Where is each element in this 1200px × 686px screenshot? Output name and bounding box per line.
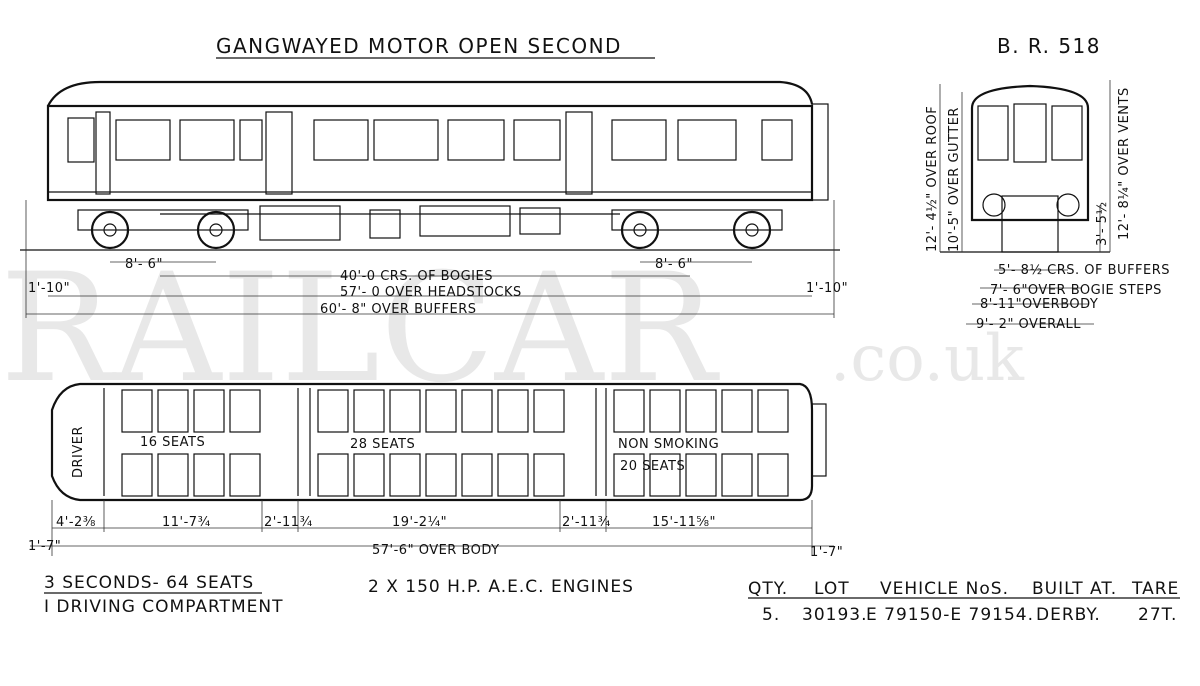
plan-dim-1: 4'-2⅜ (56, 515, 96, 530)
compartment-summary: I DRIVING COMPARTMENT (44, 597, 283, 617)
table-header-vehicles: VEHICLE NoS. (880, 579, 1009, 599)
plan-overhang-right: 1'-7" (810, 545, 843, 560)
watermark-main: RAILCAR (0, 242, 720, 416)
seats-bottom-row (121, 453, 789, 497)
table-header-built: BUILT AT. (1032, 579, 1117, 599)
end-body-outline (970, 84, 1090, 222)
over-body-dim: 57'-6" OVER BODY (372, 543, 500, 558)
table-cell-tare: 27T. (1138, 605, 1177, 625)
over-gutter-dim: 10'-5" OVER GUTTER (947, 107, 962, 252)
passenger-door-1 (265, 111, 293, 195)
gangway-connector (1001, 195, 1059, 253)
plan-dim-2: 11'-7¾ (162, 515, 211, 530)
end-window-left (977, 105, 1009, 161)
underframe (160, 205, 620, 241)
end-elevation: 12'- 4½" OVER ROOF 10'-5" OVER GUTTER 12… (925, 80, 1170, 332)
roof-line (47, 80, 814, 107)
section-label-1: 16 SEATS (140, 435, 205, 450)
buffer-left (982, 193, 1006, 217)
plan-body-outline (50, 382, 814, 502)
watermark: RAILCAR .co.uk (0, 242, 1025, 416)
passenger-door-2 (565, 111, 593, 195)
driver-door (95, 111, 111, 195)
bogie-wheelbase-right: 8'- 6" (655, 257, 693, 272)
over-roof-dim: 12'- 4½" OVER ROOF (925, 106, 940, 252)
section-label-3: NON SMOKING (618, 437, 719, 452)
engines-summary: 2 X 150 H.P. A.E.C. ENGINES (368, 577, 634, 597)
table-header-qty: QTY. (748, 579, 788, 599)
overbody-dim: 8'-11"OVERBODY (980, 297, 1098, 312)
buffer-right (1056, 193, 1080, 217)
overhang-left-dim: 1'-10" (28, 281, 70, 296)
bogie-left (77, 209, 249, 250)
overall-dim: 9'- 2" OVERALL (976, 317, 1081, 332)
bogie-wheelbase-left: 8'- 6" (125, 257, 163, 272)
plan-overhang-left: 1'-7" (28, 539, 61, 554)
seats-top-row (121, 389, 789, 433)
table-cell-vehicles: E 79150-E 79154. (866, 605, 1034, 625)
watermark-suffix: .co.uk (830, 322, 1025, 396)
plan-dim-4: 19'-2¼" (392, 515, 447, 530)
end-window-centre (1013, 103, 1047, 163)
side-dimensions (25, 200, 835, 318)
table-cell-lot: 30193. (802, 605, 867, 625)
vehicle-table: QTY. LOT VEHICLE NoS. BUILT AT. TARE 5. … (748, 579, 1180, 625)
end-window-right (1051, 105, 1083, 161)
driver-label: DRIVER (71, 426, 86, 478)
bogie-right (611, 209, 783, 250)
plan-gangway (811, 403, 827, 477)
plan-dim-6: 15'-11⅝" (652, 515, 716, 530)
plan-dimensions (30, 500, 834, 556)
side-elevation: 8'- 6" 8'- 6" 40'-0 CRS. OF BOGIES 57'- … (20, 80, 848, 318)
drawing-reference: B. R. 518 (997, 34, 1101, 58)
table-cell-built: DERBY. (1036, 605, 1101, 625)
overhang-right-dim: 1'-10" (806, 281, 848, 296)
plan-dim-5: 2'-11¾ (562, 515, 611, 530)
buffer-height-dim: 3'- 5½ (1095, 201, 1110, 246)
table-header-lot: LOT (814, 579, 850, 599)
table-header-tare: TARE (1131, 579, 1179, 599)
section-label-2: 28 SEATS (350, 437, 415, 452)
over-vents-dim: 12'- 8¼" OVER VENTS (1117, 87, 1132, 240)
cab-window (67, 117, 95, 163)
gangway-end (811, 103, 829, 201)
side-windows (115, 119, 793, 161)
plan-dim-3: 2'-11¾ (264, 515, 313, 530)
over-headstocks-dim: 57'- 0 OVER HEADSTOCKS (340, 285, 522, 300)
crs-of-buffers-dim: 5'- 8½ CRS. OF BUFFERS (998, 263, 1170, 278)
crs-of-bogies-dim: 40'-0 CRS. OF BOGIES (340, 269, 493, 284)
seats-summary: 3 SECONDS- 64 SEATS (44, 573, 254, 593)
end-dimensions (939, 80, 1111, 325)
plan-view: DRIVER 16 SEATS 28 SEATS NON SMOKING 20 … (28, 382, 843, 560)
drawing-title: GANGWAYED MOTOR OPEN SECOND (216, 34, 622, 58)
section-label-4: 20 SEATS (620, 459, 685, 474)
over-buffers-dim: 60'- 8" OVER BUFFERS (320, 302, 477, 317)
over-bogie-steps-dim: 7'- 6"OVER BOGIE STEPS (990, 283, 1162, 298)
table-cell-qty: 5. (762, 605, 780, 625)
